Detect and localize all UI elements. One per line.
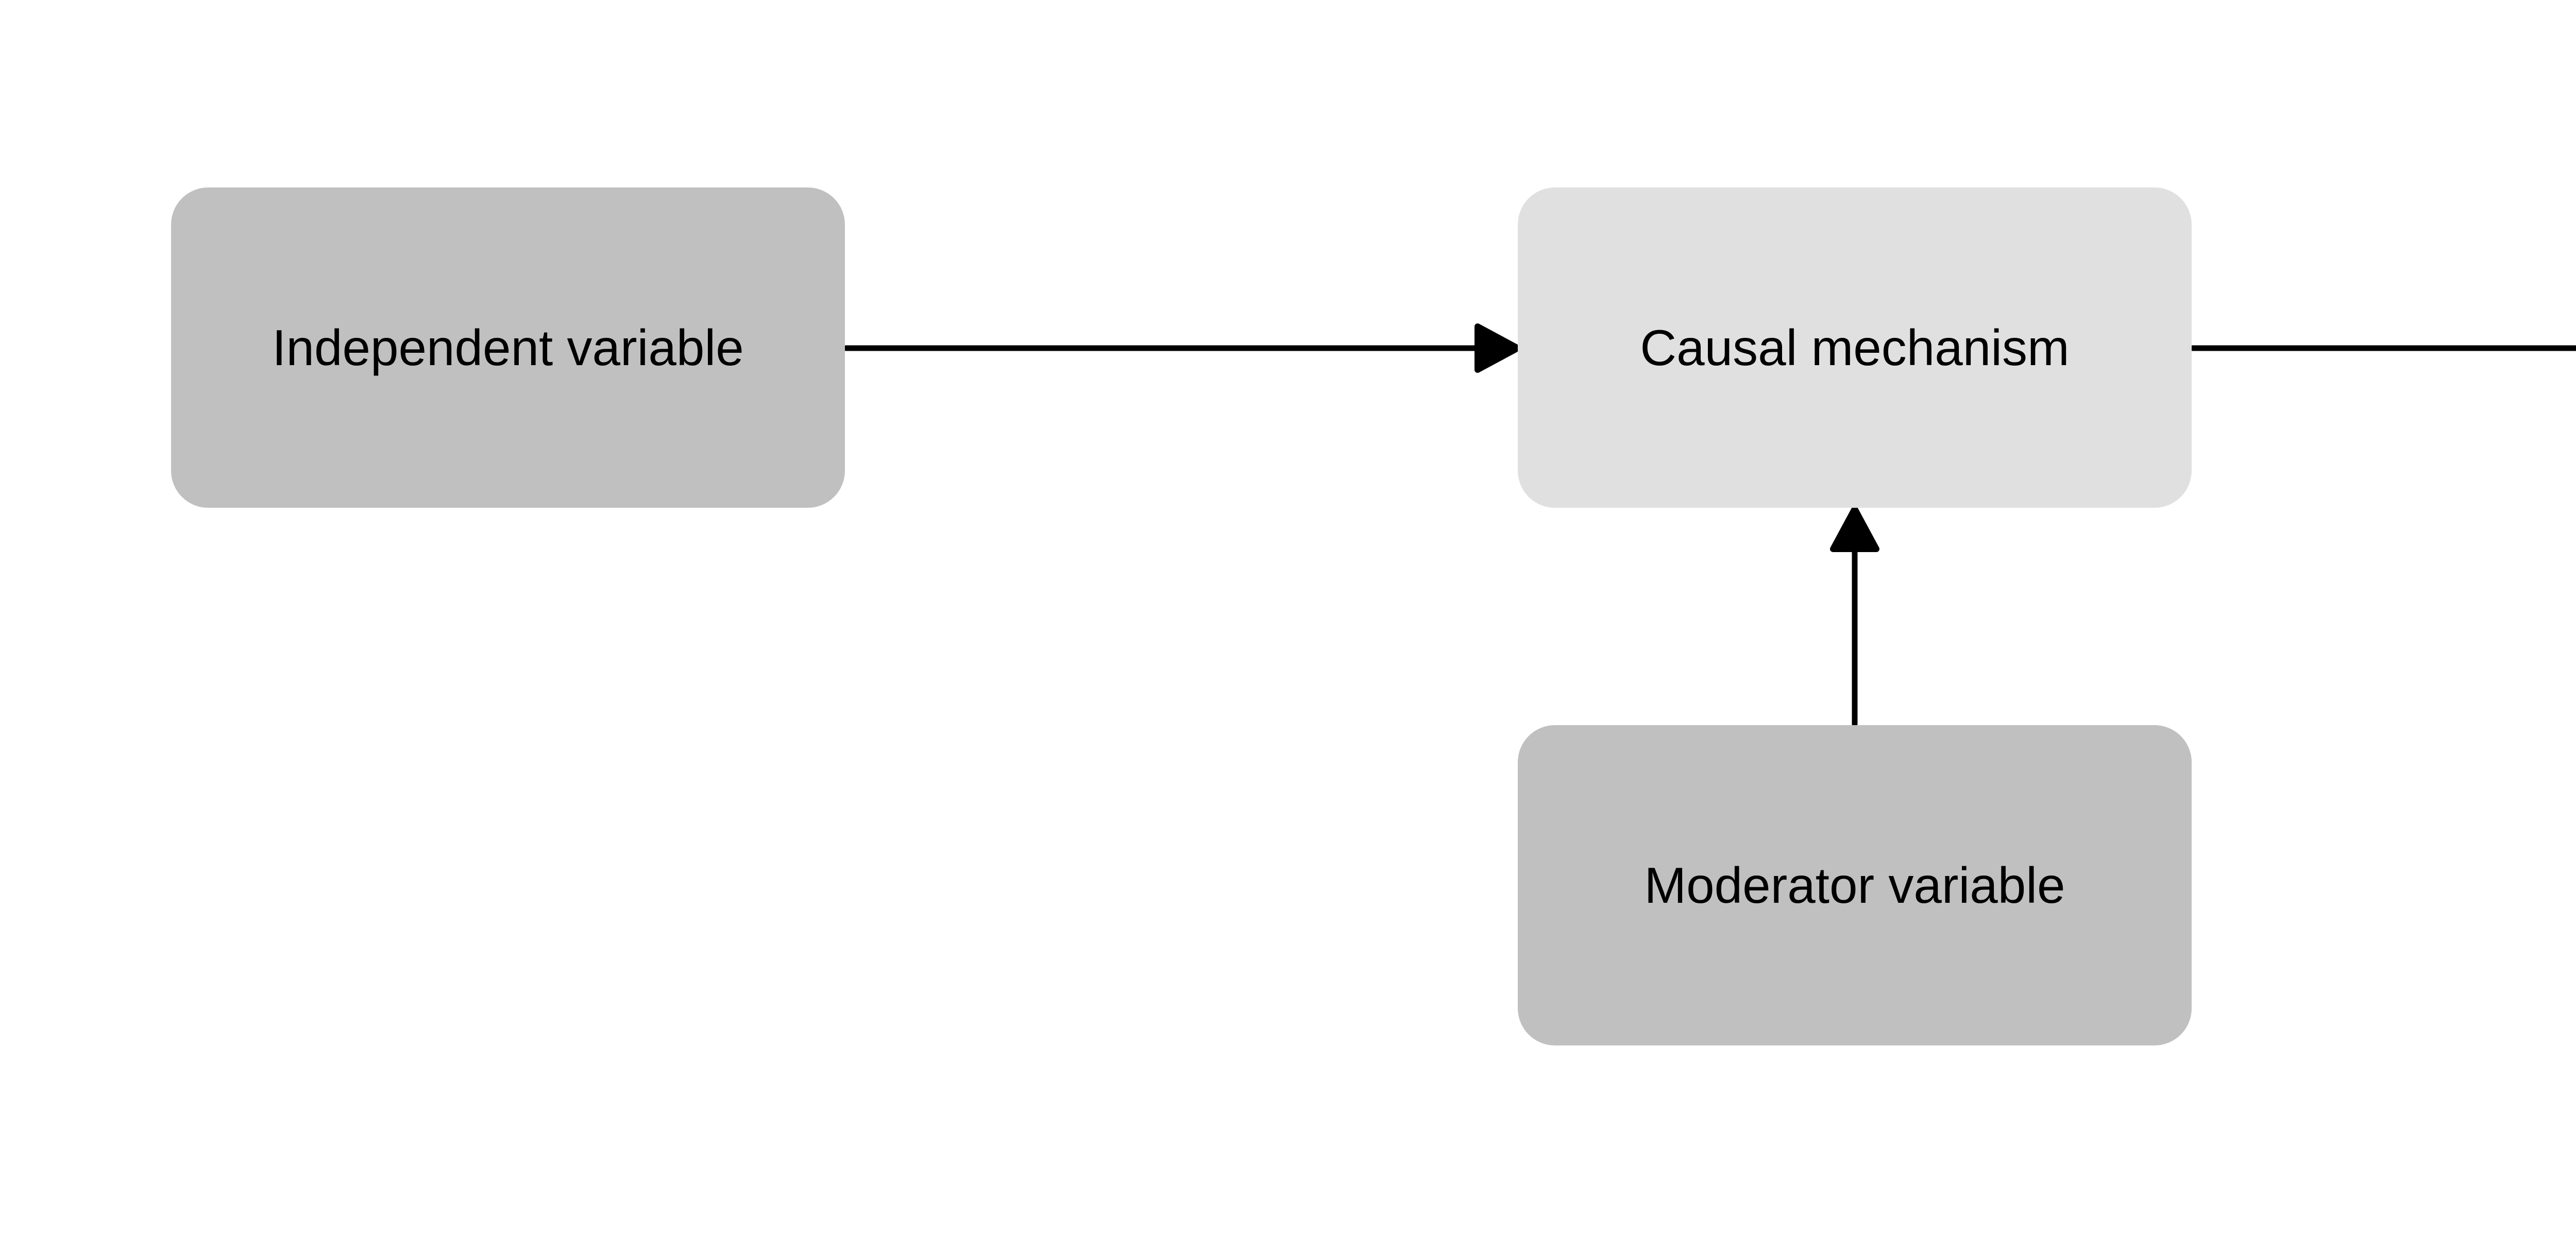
node-independent-variable-label: Independent variable	[272, 319, 744, 376]
arrow-mechanism-to-dependent	[2190, 345, 2576, 351]
node-causal-mechanism: Causal mechanism	[1518, 187, 2192, 508]
arrow-moderator-to-mechanism	[1830, 506, 1879, 727]
node-moderator-variable: Moderator variable	[1518, 725, 2192, 1045]
node-moderator-variable-label: Moderator variable	[1644, 857, 2065, 914]
node-causal-mechanism-label: Causal mechanism	[1640, 319, 2070, 376]
node-independent-variable: Independent variable	[171, 187, 845, 508]
arrow-independent-to-mechanism	[843, 323, 1521, 373]
